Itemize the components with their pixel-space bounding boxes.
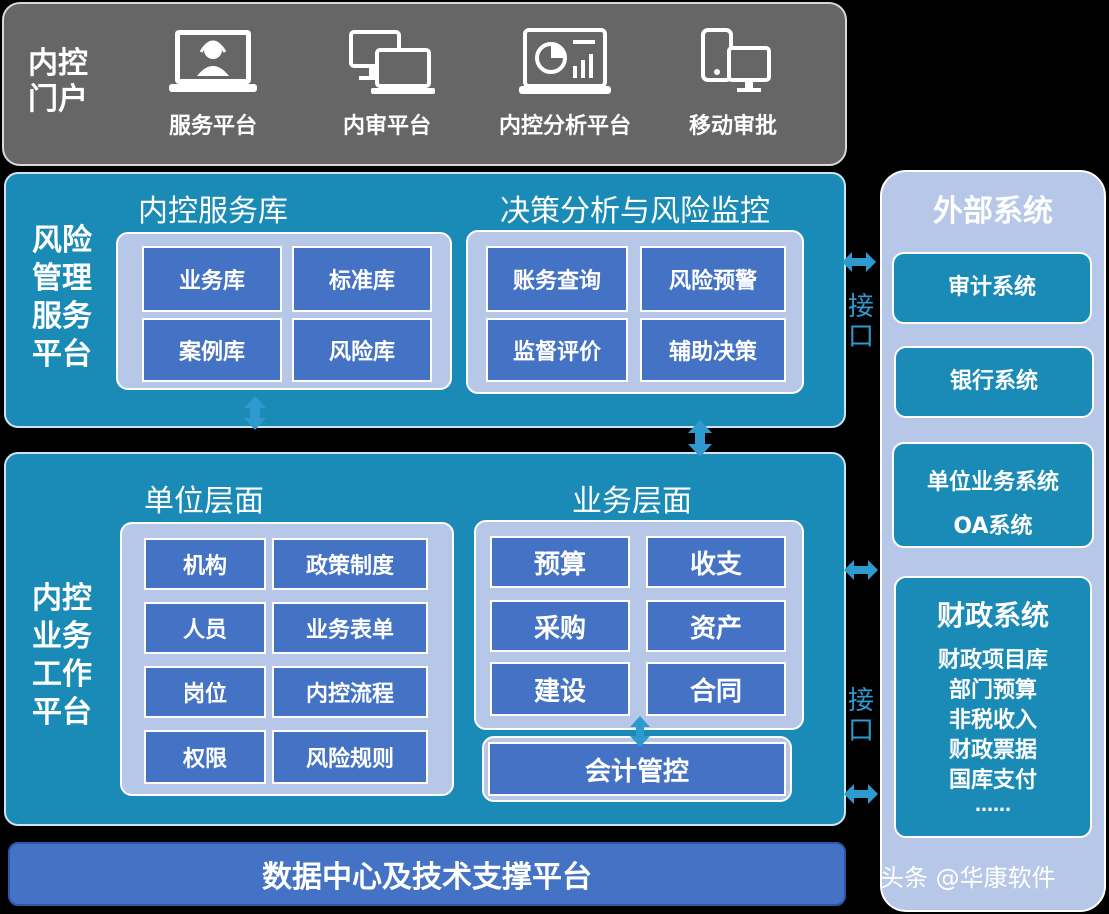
unit-business-system-box[interactable]: 单位业务系统 OA系统 [892,442,1094,548]
portal-item-label: 内审平台 [342,114,431,139]
finance-system-title: 财政系统 [936,599,1049,632]
unit-level-title: 单位层面 [144,484,264,519]
unit-level-cell[interactable]: 业务表单 [272,602,428,654]
double-arrow-vertical-icon [688,420,712,457]
decision-cell[interactable]: 辅助决策 [640,318,786,382]
unit-level-cell[interactable]: 人员 [144,602,266,654]
analytics-dashboard-icon [519,28,611,94]
portal-item-label: 内控分析平台 [498,114,631,139]
portal-item-label: 移动审批 [688,114,777,139]
business-level-title: 业务层面 [572,484,692,519]
customer-service-monitor-icon [169,30,257,92]
finance-system-item: 财政票据 [948,738,1037,763]
business-level-cell[interactable]: 合同 [646,662,786,716]
portal-title: 内控 门户 [28,46,88,117]
unit-level-cell[interactable]: 机构 [144,538,266,590]
risk-platform-title: 风险 管理 服务 平台 [32,223,92,372]
audit-system-box[interactable]: 审计系统 [892,252,1092,324]
service-lib-cell[interactable]: 风险库 [292,318,432,382]
portal-item-label: 服务平台 [168,114,257,139]
double-arrow-vertical-icon [630,716,650,747]
double-arrow-horizontal-icon [842,252,876,272]
finance-system-item: …… [975,795,1011,816]
unit-business-system-label: 单位业务系统 [926,470,1059,495]
unit-level-cell[interactable]: 内控流程 [272,666,428,718]
dual-monitor-icon [349,30,435,94]
external-systems-title: 外部系统 [933,194,1053,229]
business-level-cell[interactable]: 预算 [490,536,630,588]
decision-cell[interactable]: 风险预警 [640,246,786,312]
unit-level-cell[interactable]: 风险规则 [272,730,428,784]
portal-item-audit[interactable]: 内审平台 [312,26,462,140]
decision-title: 决策分析与风险监控 [500,194,770,229]
oa-system-label: OA系统 [953,514,1033,539]
unit-level-cell[interactable]: 权限 [144,730,266,784]
finance-system-box[interactable]: 财政系统 财政项目库 部门预算 非税收入 财政票据 国库支付 …… [894,576,1092,838]
mobile-desktop-icon [701,28,771,92]
service-lib-cell[interactable]: 标准库 [292,246,432,312]
portal-item-mobile[interactable]: 移动审批 [658,26,808,140]
finance-system-item: 部门预算 [948,678,1037,703]
watermark: 头条 @华康软件 [880,864,1056,892]
portal-item-analysis[interactable]: 内控分析平台 [490,26,640,140]
finance-system-item: 非税收入 [948,708,1037,733]
business-level-cell[interactable]: 资产 [646,600,786,652]
service-lib-cell[interactable]: 业务库 [142,246,282,312]
business-level-cell[interactable]: 建设 [490,662,630,716]
finance-system-item: 国库支付 [948,768,1037,793]
double-arrow-horizontal-icon [844,560,878,580]
interface-label-top: 接 口 [847,292,874,352]
unit-level-cell[interactable]: 岗位 [144,666,266,718]
service-lib-cell[interactable]: 案例库 [142,318,282,382]
interface-label-bottom: 接 口 [847,686,874,746]
data-center-bar: 数据中心及技术支撑平台 [8,842,846,906]
business-level-cell[interactable]: 采购 [490,600,630,652]
finance-system-item: 财政项目库 [937,648,1048,673]
portal-item-service[interactable]: 服务平台 [138,26,288,140]
decision-cell[interactable]: 监督评价 [486,318,628,382]
work-platform-title: 内控 业务 工作 平台 [32,581,92,730]
decision-cell[interactable]: 账务查询 [486,246,628,312]
double-arrow-vertical-icon [244,396,266,430]
service-lib-title: 内控服务库 [138,194,288,229]
double-arrow-horizontal-icon [844,784,878,804]
bank-system-box[interactable]: 银行系统 [894,346,1094,418]
unit-level-cell[interactable]: 政策制度 [272,538,428,590]
business-level-cell[interactable]: 收支 [646,536,786,588]
